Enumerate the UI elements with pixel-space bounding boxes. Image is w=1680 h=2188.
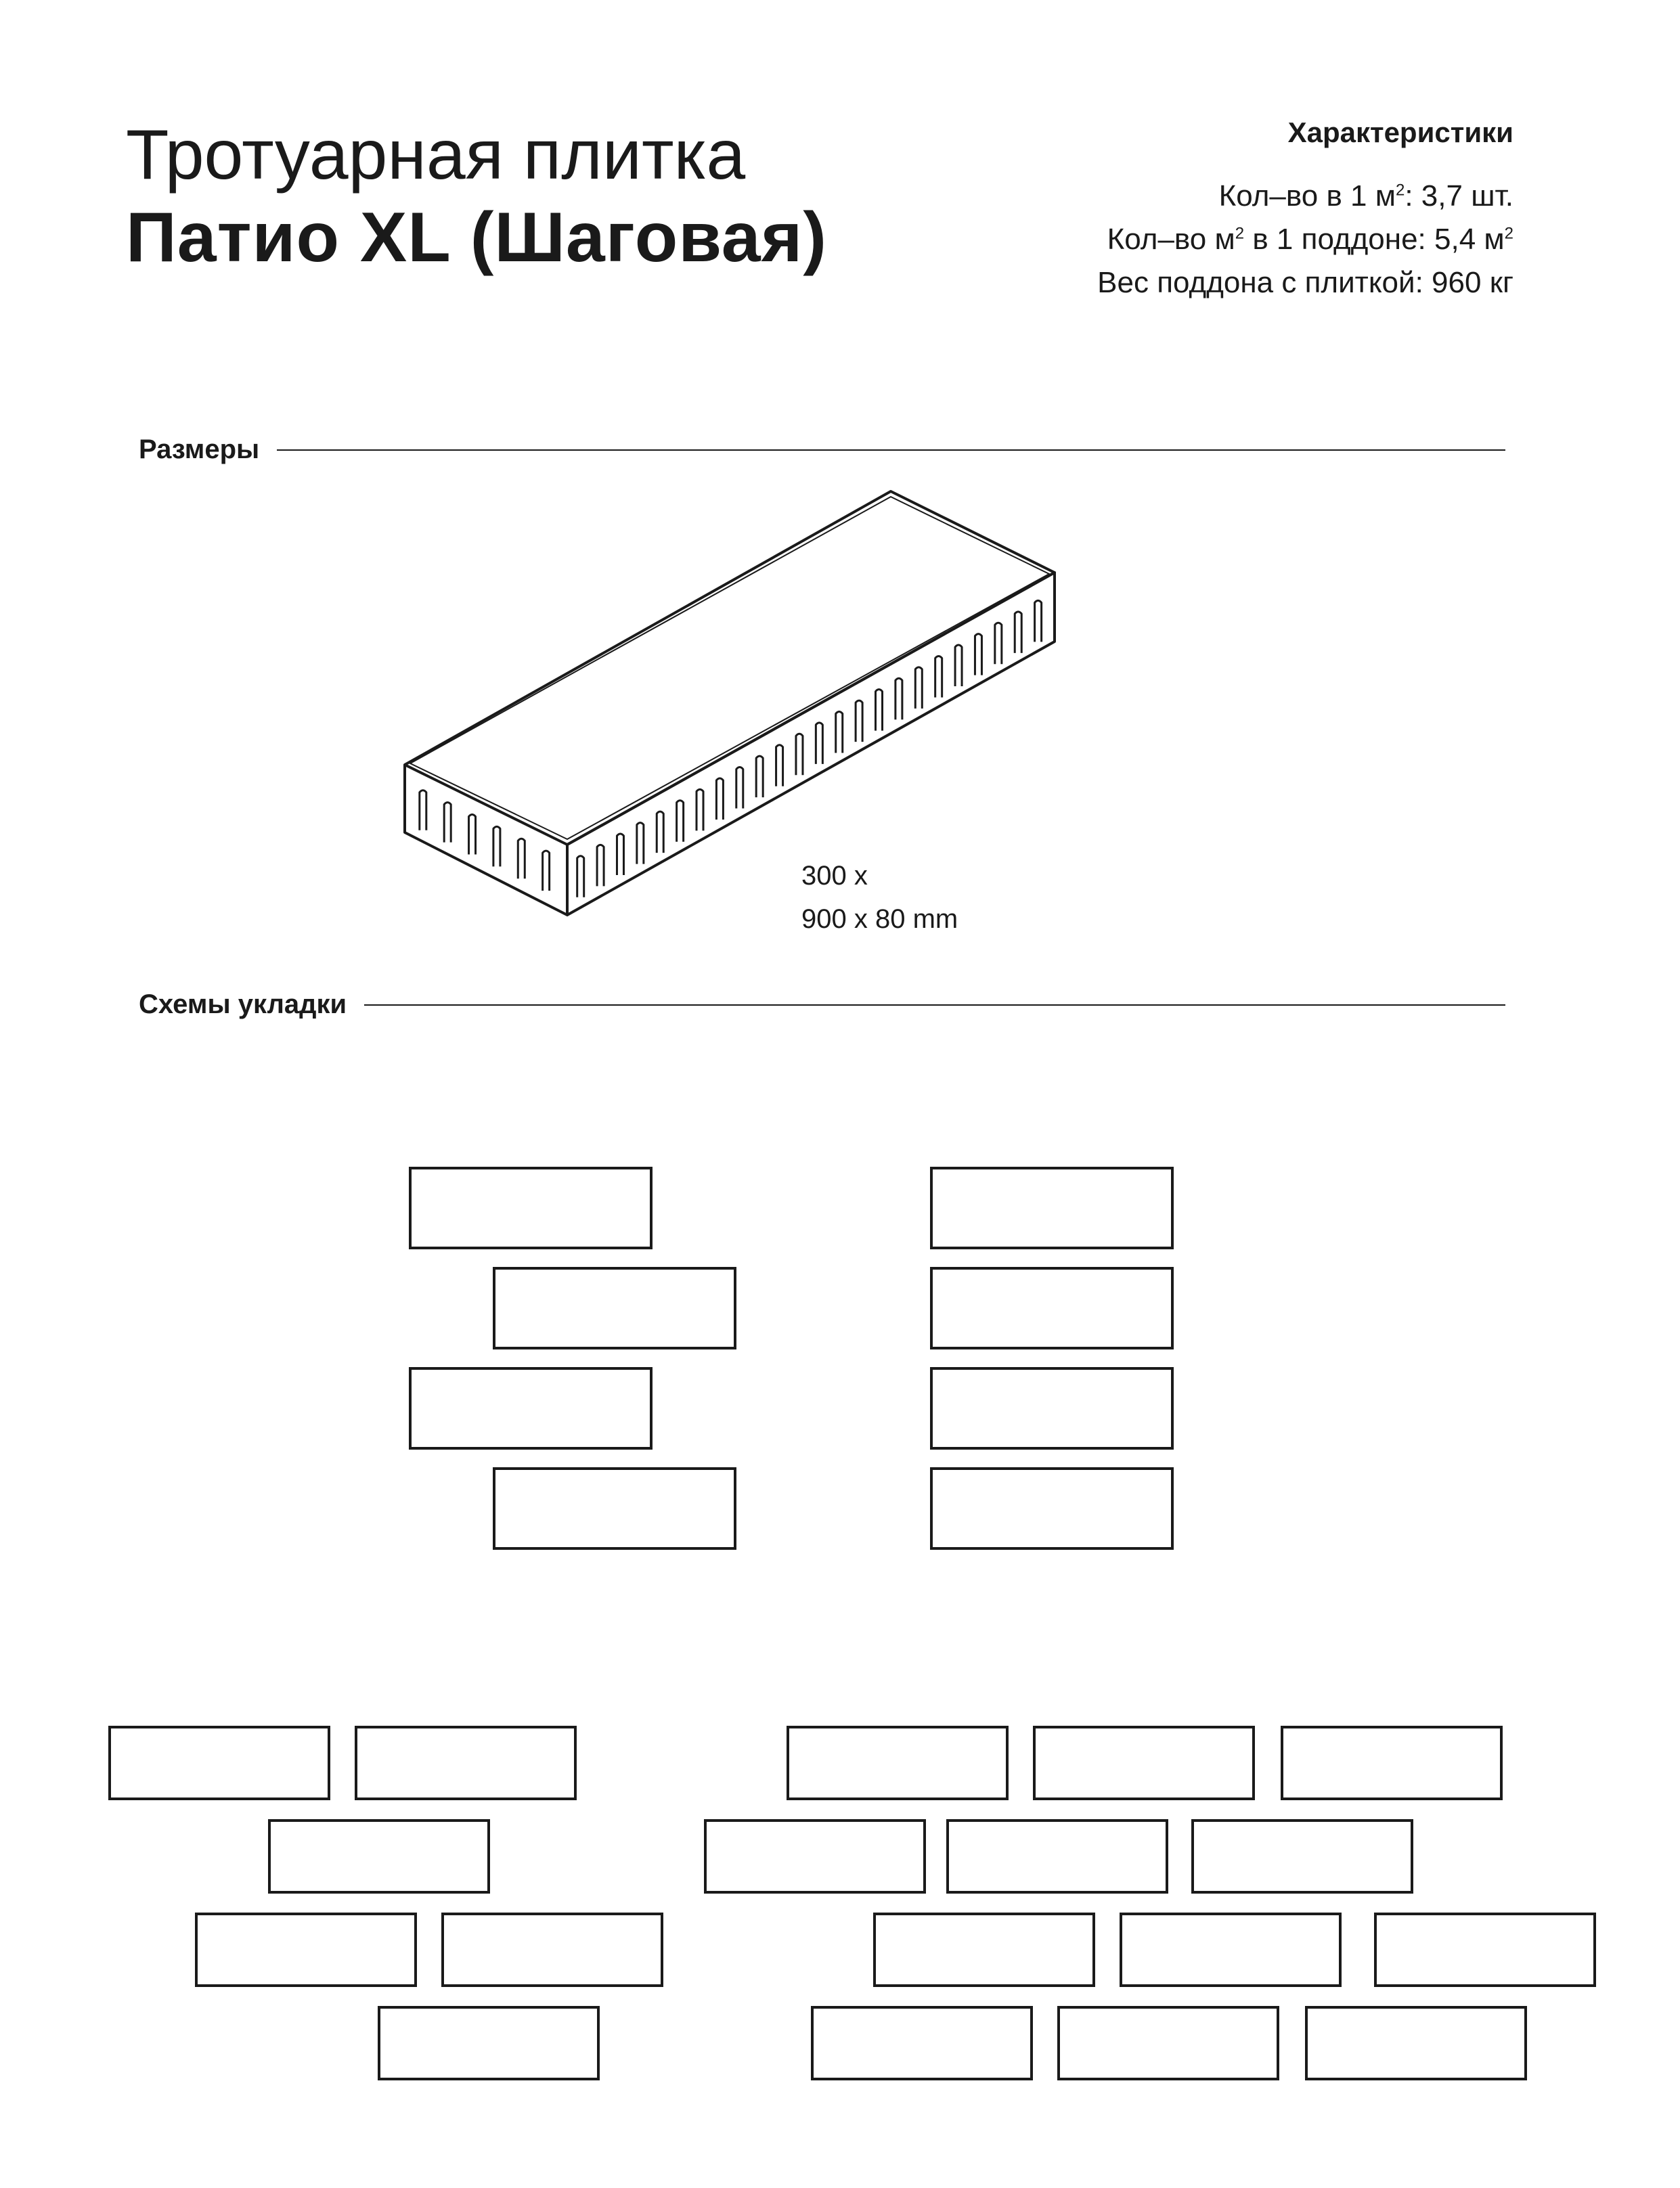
paving-tile [873, 1913, 1095, 1987]
paving-tile [787, 1726, 1009, 1800]
section-layouts-label: Схемы укладки [139, 989, 347, 1019]
tile-rib [676, 799, 685, 842]
paving-tile [493, 1267, 736, 1349]
paving-tile [409, 1167, 653, 1249]
tile-rib [735, 766, 745, 809]
tile-rib [695, 788, 705, 831]
tile-rib [615, 832, 625, 875]
tile-rib [516, 837, 526, 879]
tile-rib [443, 801, 452, 843]
paving-tile [355, 1726, 577, 1800]
specs-block: Характеристики Кол–во в 1 м2: 3,7 шт. Ко… [1097, 116, 1513, 305]
tile-rib [576, 855, 585, 897]
paving-tile [108, 1726, 330, 1800]
section-dimensions-label: Размеры [139, 434, 260, 464]
tile-rib [468, 813, 477, 855]
section-layouts: Схемы укладки [139, 989, 1505, 1020]
product-name-title: Патио XL (Шаговая) [126, 198, 827, 277]
tile-rib [492, 825, 502, 867]
tile-ribs-left [418, 789, 551, 891]
spec-pallet-weight: Вес поддона с плиткой: 960 кг [1097, 266, 1513, 299]
tile-rib [1034, 599, 1043, 642]
tile-rib [875, 688, 884, 731]
tile-rib [418, 789, 428, 830]
paving-tile [1374, 1913, 1596, 1987]
paving-tile [1057, 2006, 1279, 2080]
paving-tile [811, 2006, 1033, 2080]
paving-tile [195, 1913, 417, 1987]
tile-rib [914, 666, 923, 709]
dimensions-line2: 900 x 80 mm [801, 904, 958, 934]
tile-right-face [567, 571, 1056, 916]
tile-rib [1013, 610, 1023, 653]
section-divider [364, 1004, 1505, 1006]
tile-rib [775, 744, 784, 786]
tile-rib [715, 777, 724, 820]
paving-tile [1281, 1726, 1503, 1800]
tile-rib [954, 644, 963, 687]
tile-top-bevel [410, 496, 1050, 840]
tile-ribs-right [576, 599, 1043, 897]
section-divider [277, 449, 1505, 451]
tile-rib [814, 721, 824, 764]
paving-tile [930, 1167, 1174, 1249]
paving-tile [493, 1467, 736, 1550]
specs-heading: Характеристики [1287, 116, 1513, 148]
tile-top-face [403, 490, 1056, 846]
paving-tile [930, 1367, 1174, 1450]
paving-tile [1191, 1819, 1413, 1894]
tile-rib [835, 711, 844, 753]
paving-tile [1305, 2006, 1527, 2080]
tile-rib [755, 755, 764, 798]
paving-tile [930, 1467, 1174, 1550]
paving-tile [1033, 1726, 1255, 1800]
paving-tile [378, 2006, 600, 2080]
dimensions-line1: 300 x [801, 861, 868, 891]
section-dimensions: Размеры [139, 434, 1505, 465]
tile-rib [636, 822, 645, 864]
tile-rib [655, 810, 665, 853]
layout-schemes [108, 1167, 1596, 2080]
product-type-title: Тротуарная плитка [126, 116, 746, 194]
paving-tile [704, 1819, 926, 1894]
paving-tile [268, 1819, 490, 1894]
tile-rib [596, 843, 605, 887]
paving-tile [441, 1913, 663, 1987]
tile-isometric-drawing [403, 490, 1056, 916]
spec-m2-per-pallet: Кол–во м2 в 1 поддоне: 5,4 м2 [1107, 223, 1513, 256]
tile-rib [894, 677, 904, 720]
tile-rib [994, 621, 1003, 665]
paving-tile [1120, 1913, 1342, 1987]
spec-qty-per-m2: Кол–во в 1 м2: 3,7 шт. [1218, 179, 1513, 213]
tile-rib [854, 699, 864, 742]
tile-left-face [403, 765, 569, 916]
paving-tile [930, 1267, 1174, 1349]
paving-tile [946, 1819, 1168, 1894]
paving-tile [409, 1367, 653, 1450]
tile-rib [541, 849, 551, 891]
tile-rib [973, 633, 983, 675]
tile-rib [934, 654, 944, 698]
tile-rib [795, 732, 804, 776]
dimensions-label: 300 x 900 x 80 mm [801, 854, 958, 941]
